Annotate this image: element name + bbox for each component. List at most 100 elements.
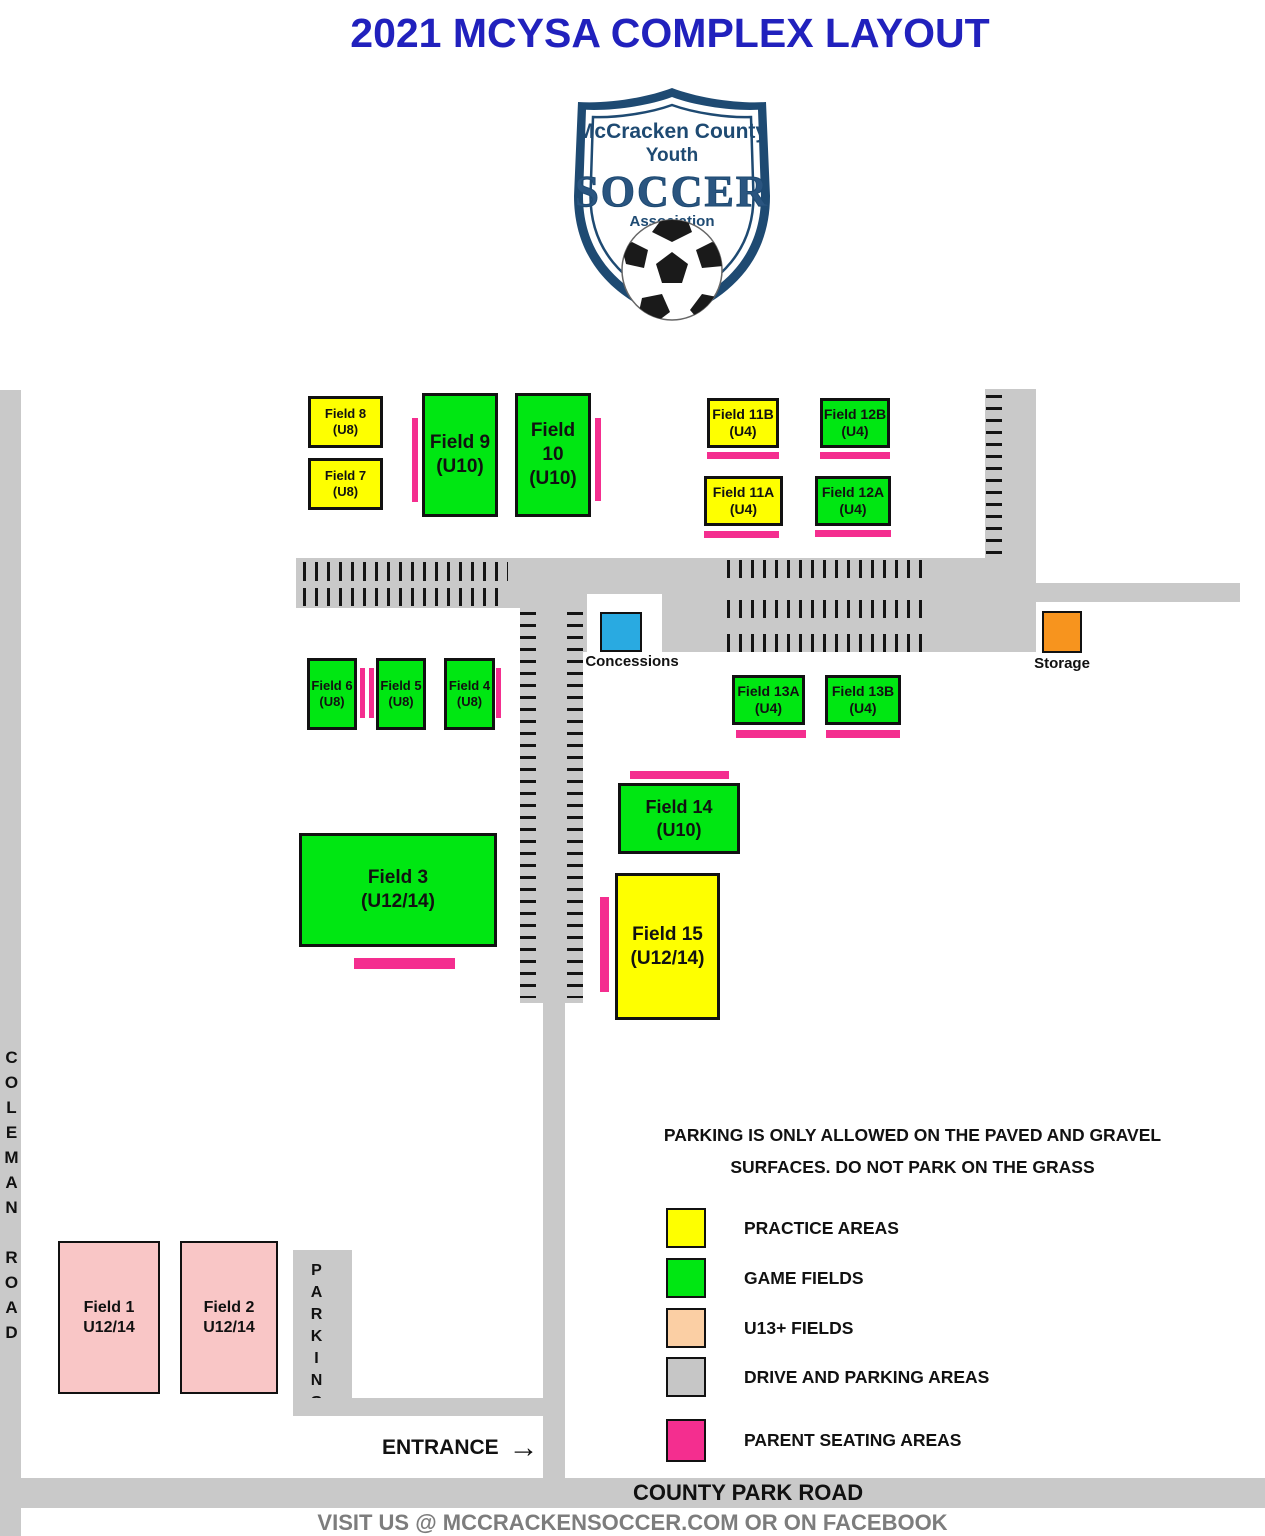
field-age: (U10) [656,819,702,840]
field-name: Field 6 [311,677,353,693]
legend-item-practice: PRACTICE AREAS [666,1208,899,1248]
concessions-building [600,612,642,652]
legend-item-game: GAME FIELDS [666,1258,864,1298]
field-7: Field 7(U8) [308,458,383,510]
parking-notice: PARKING IS ONLY ALLOWED ON THE PAVED AND… [640,1120,1185,1183]
parent-seating-bar [815,530,891,537]
field-name: Field 12B [823,405,887,422]
field-age: (U10) [529,467,577,489]
entrance-drive-road [293,1398,544,1416]
field-name: Field 14 [645,797,713,817]
game-fields-swatch [666,1258,706,1298]
parent-seating-bar [354,958,455,969]
field-4: Field 4(U8) [444,658,495,730]
field-1: Field 1 U12/14 [58,1241,160,1394]
parking-stalls [727,560,925,578]
south-drive-road [543,1003,565,1481]
legend-label: DRIVE AND PARKING AREAS [744,1366,990,1387]
field-13b: Field 13B(U4) [825,675,901,725]
field-age: (U8) [332,422,359,437]
field-age: (U4) [754,700,783,716]
legend-item-drive: DRIVE AND PARKING AREAS [666,1357,989,1397]
field-9: Field 9(U10) [422,393,498,517]
footer-visit-us: VISIT US @ MCCRACKENSOCCER.COM OR ON FAC… [317,1510,948,1535]
field-age: (U4) [841,423,869,439]
field-age: (U8) [319,694,345,709]
field-name: Field 11B [712,405,774,422]
legend-item-parent-seating: PARENT SEATING AREAS [666,1419,961,1462]
parent-seating-bar [704,531,779,538]
field-12a: Field 12A(U4) [815,476,891,526]
parent-seating-bar [496,668,501,718]
field-age: (U10) [436,456,484,477]
field-name: Field 12A [821,483,885,500]
field-age: (U4) [729,423,757,439]
storage-label: Storage [1034,655,1090,672]
page-title: 2021 MCYSA COMPLEX LAYOUT [350,10,990,56]
field-age: U12/14 [83,1318,135,1336]
parent-seating-bar [360,668,365,718]
parent-seating-bar [826,730,900,738]
field-name: Field 13B [831,682,895,699]
south-parking-strip [293,1250,352,1412]
parking-stalls [303,562,508,581]
county-park-road-label: COUNTY PARK ROAD [633,1480,864,1505]
field-age: (U8) [332,484,359,499]
parking-stalls [520,612,536,998]
parking-stalls [727,600,925,618]
field-14: Field 14(U10) [618,783,740,854]
legend-item-u13: U13+ FIELDS [666,1308,853,1348]
svg-text:SOCCER: SOCCER [574,167,769,216]
field-age: (U8) [456,694,483,709]
field-2: Field 2 U12/14 [180,1241,278,1394]
field-name: Field 8 [324,405,367,421]
parking-notice-line1: PARKING IS ONLY ALLOWED ON THE PAVED AND… [663,1125,1162,1145]
field-8: Field 8(U8) [308,396,383,448]
field-5: Field 5(U8) [376,658,426,730]
entrance-callout: ENTRANCE → [382,1431,539,1464]
field-13a: Field 13A(U4) [732,675,805,725]
mcysa-logo: McCracken County Youth SOCCER Associatio… [574,88,770,321]
field-name: Field 9 [429,432,491,454]
parent-seating-bar [630,771,729,779]
parking-stalls [986,395,1002,555]
parent-seating-bar [595,418,601,501]
legend-label: PARENT SEATING AREAS [744,1430,962,1450]
coleman-road [0,390,21,1536]
field-11b: Field 11B(U4) [707,398,779,448]
parent-seating-bar [820,452,890,459]
legend-label: U13+ FIELDS [744,1317,854,1338]
practice-areas-swatch [666,1208,706,1248]
drive-parking-swatch [666,1357,706,1397]
field-name: Field 10 [530,420,576,466]
field-15: Field 15(U12/14) [615,873,720,1020]
field-name: Field 13A [737,682,800,699]
field-10: Field 10(U10) [515,393,591,517]
legend-label: GAME FIELDS [744,1267,864,1288]
east-drive-road [1036,583,1240,602]
field-name: Field 3 [367,867,429,889]
parking-stalls [727,634,925,652]
parent-seating-bar [707,452,779,459]
field-age: (U4) [839,501,867,517]
parking-label: PARKING [308,1262,325,1416]
field-age: U12/14 [203,1318,255,1336]
field-name: Field 4 [448,677,491,693]
parking-notice-line2: SURFACES. DO NOT PARK ON THE GRASS [730,1156,1095,1177]
field-12b: Field 12B(U4) [820,398,890,448]
field-3: Field 3(U12/14) [299,833,497,947]
field-name: Field 5 [380,677,422,693]
parent-seating-bar [736,730,806,738]
parent-seating-bar [412,418,418,502]
field-age: (U4) [729,501,758,517]
field-name: Field 2 [203,1298,255,1316]
field-age: (U4) [849,700,877,716]
parent-seating-bar [369,668,374,718]
field-name: Field 1 [83,1298,135,1316]
svg-text:McCracken County: McCracken County [577,120,768,143]
entrance-arrow-icon: → [508,1431,539,1464]
field-age: (U8) [388,694,414,709]
parent-seating-swatch [666,1419,706,1462]
legend-label: PRACTICE AREAS [744,1217,899,1238]
